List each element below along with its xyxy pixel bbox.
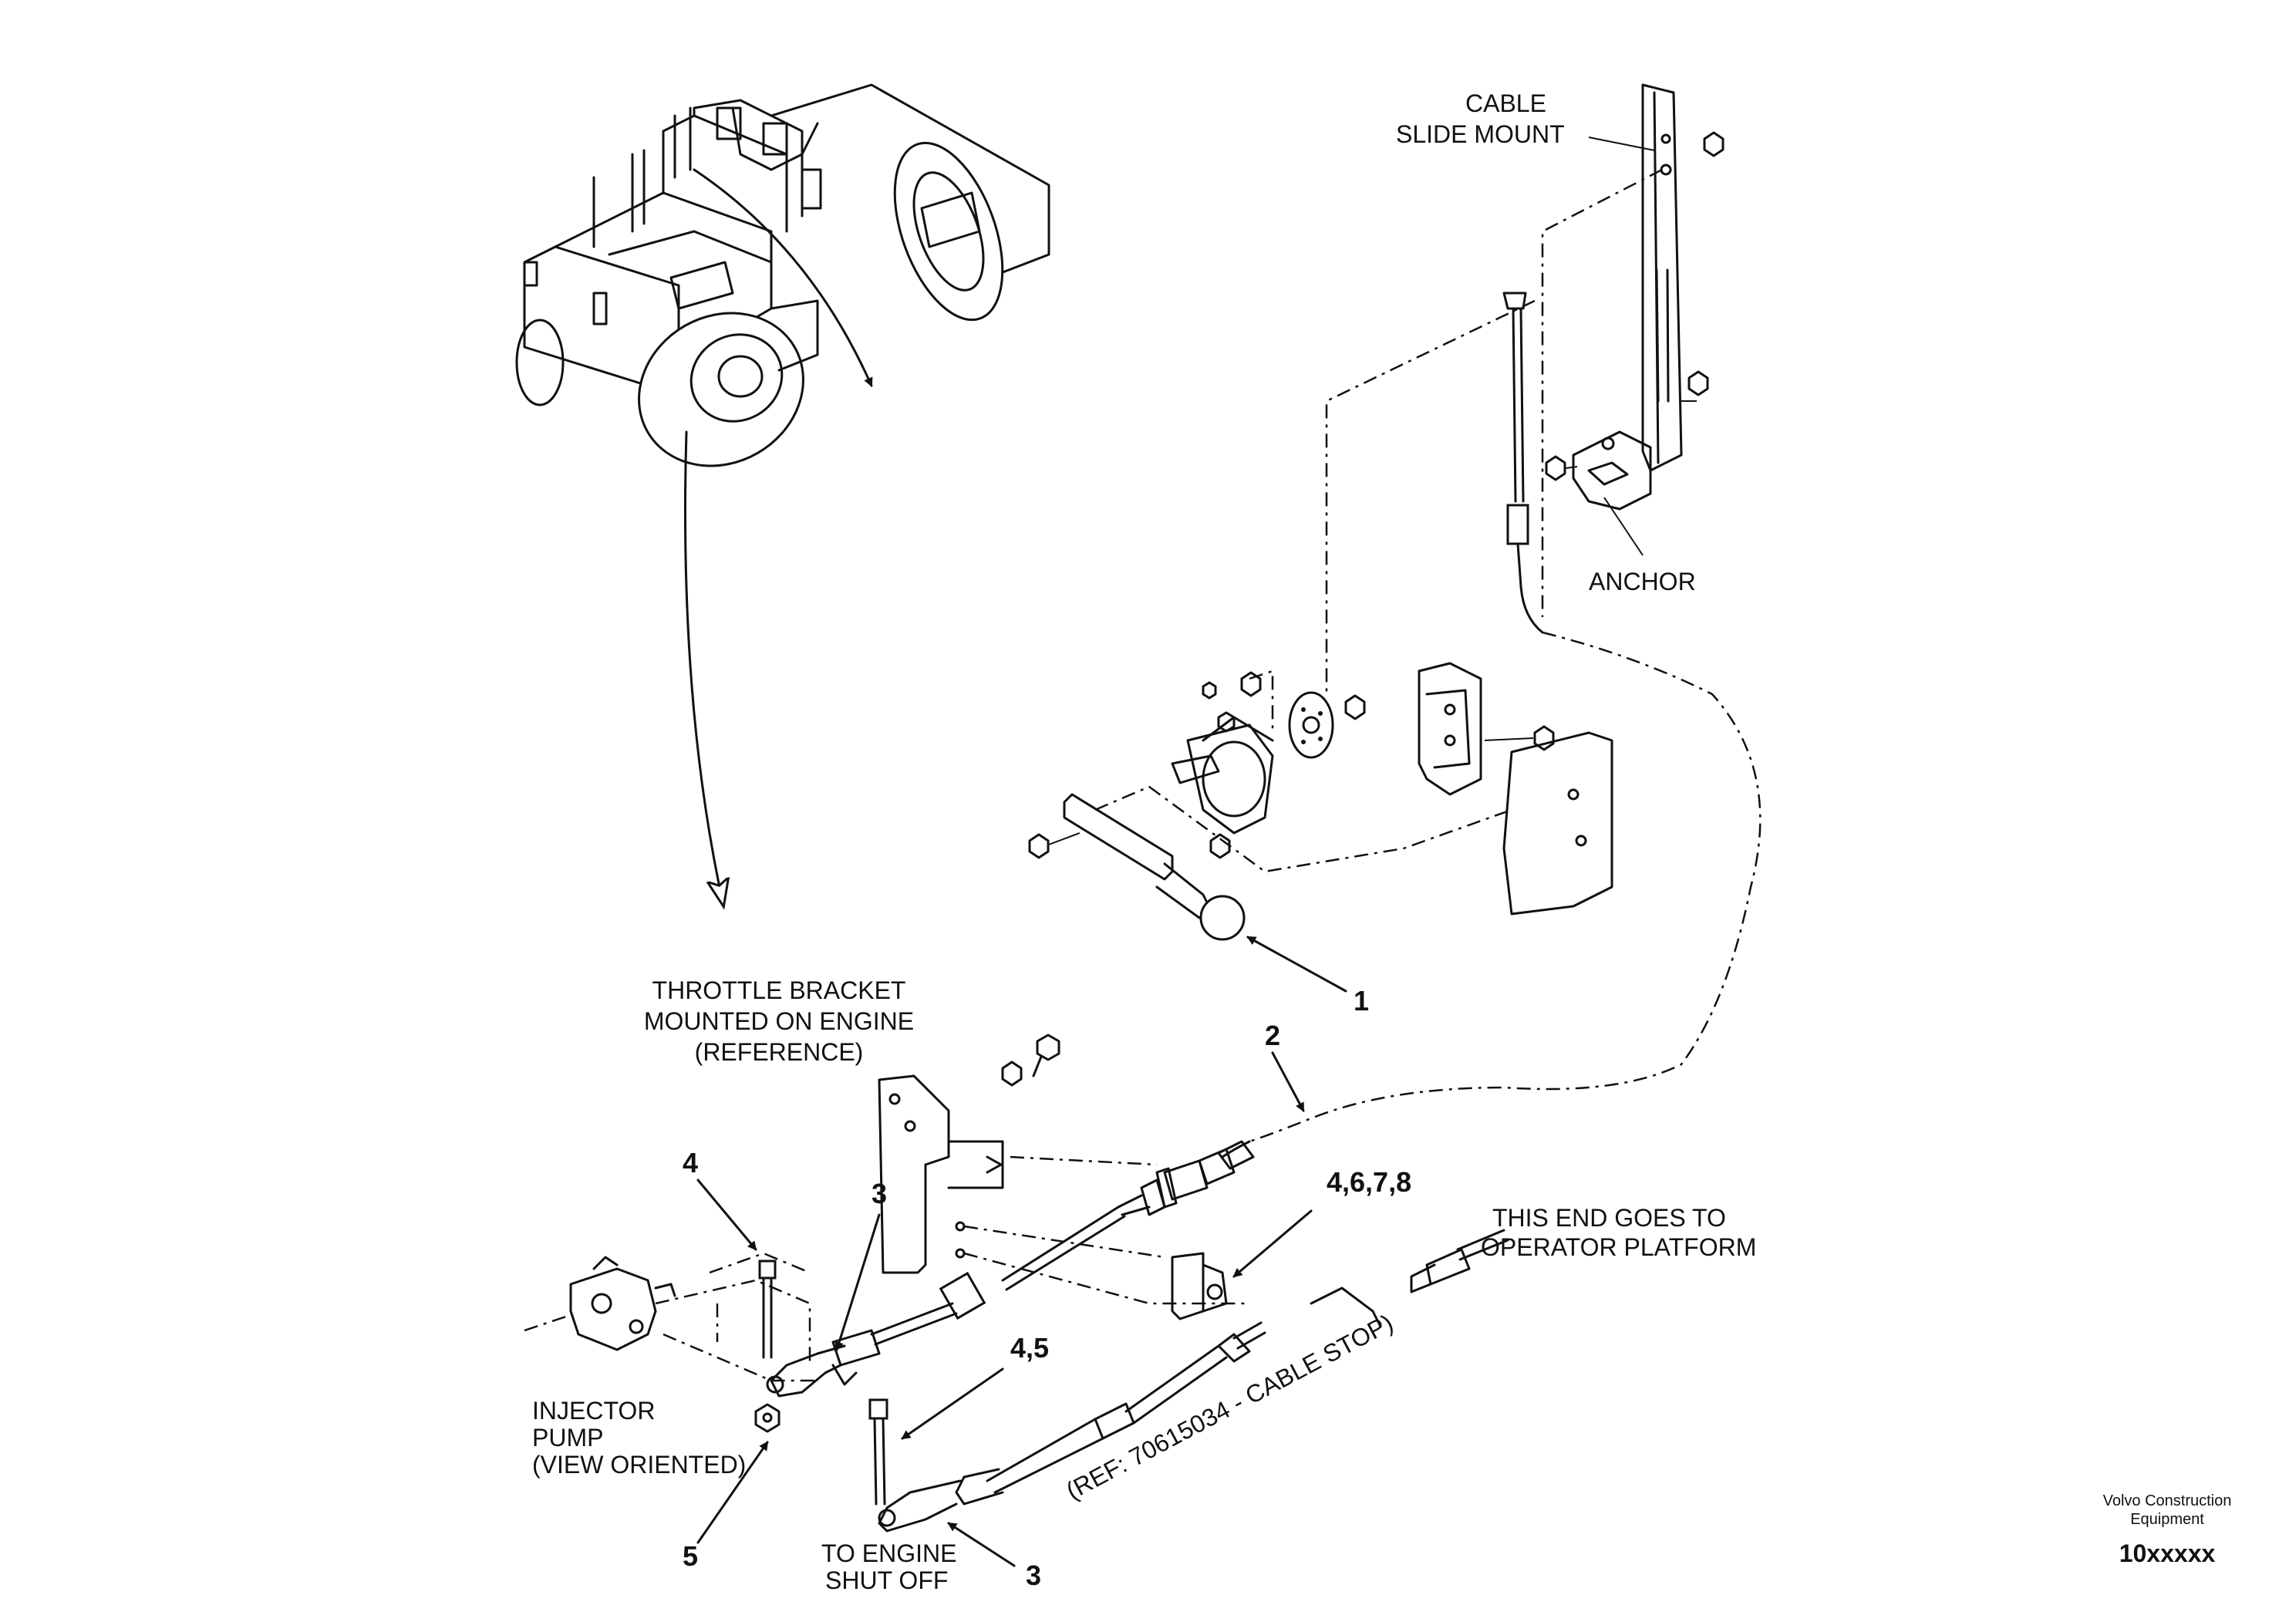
throttle-bracket-reference-label: THROTTLE BRACKET MOUNTED ON ENGINE (REFE… — [644, 976, 914, 1066]
svg-text:INJECTOR: INJECTOR — [532, 1397, 655, 1425]
cable-slide-mount-label: CABLE — [1465, 89, 1546, 117]
anchor-label: ANCHOR — [1589, 568, 1696, 595]
anchor-assembly: ANCHOR — [1545, 430, 1696, 595]
svg-text:SHUT OFF: SHUT OFF — [825, 1566, 948, 1594]
callout-3-upper: 3 — [872, 1178, 887, 1209]
throttle-lever-assembly — [1028, 662, 1613, 941]
callout-4678: 4,6,7,8 — [1327, 1166, 1411, 1198]
callout-5: 5 — [683, 1540, 698, 1572]
svg-text:OPERATOR PLATFORM: OPERATOR PLATFORM — [1481, 1233, 1756, 1261]
svg-text:PUMP: PUMP — [532, 1424, 603, 1452]
svg-text:THROTTLE BRACKET: THROTTLE BRACKET — [652, 976, 906, 1004]
svg-text:10xxxxx: 10xxxxx — [2119, 1539, 2216, 1567]
callout-2: 2 — [1265, 1020, 1280, 1051]
cable-slide-mount-label: SLIDE MOUNT — [1396, 120, 1565, 148]
footer-branding: Volvo Construction Equipment 10xxxxx — [2103, 1492, 2232, 1567]
cable-clamp — [1171, 1252, 1228, 1320]
throttle-cable-upper — [1249, 292, 1762, 1143]
injector-pump — [524, 1252, 818, 1433]
callout-1: 1 — [1354, 985, 1369, 1017]
svg-text:MOUNTED ON ENGINE: MOUNTED ON ENGINE — [644, 1007, 914, 1035]
cable-slide-mount-assembly: CABLE SLIDE MOUNT — [1396, 83, 1725, 617]
roller-machine-illustration — [515, 83, 1050, 895]
throttle-bracket — [878, 1034, 1249, 1305]
svg-text:TO ENGINE: TO ENGINE — [821, 1539, 956, 1567]
engine-shutoff-cable — [868, 1229, 1509, 1533]
callout-45: 4,5 — [1010, 1332, 1049, 1364]
callout-4: 4 — [683, 1147, 698, 1179]
injector-pump-label: INJECTOR PUMP (VIEW ORIENTED) — [532, 1397, 746, 1479]
svg-text:Equipment: Equipment — [2130, 1511, 2204, 1528]
throttle-cable-lower — [766, 1140, 1255, 1398]
svg-text:Volvo Construction: Volvo Construction — [2103, 1492, 2232, 1509]
svg-text:THIS END GOES TO: THIS END GOES TO — [1492, 1204, 1726, 1232]
svg-text:(REFERENCE): (REFERENCE) — [695, 1038, 864, 1066]
svg-text:(VIEW ORIENTED): (VIEW ORIENTED) — [532, 1451, 746, 1479]
engine-shutoff-label: TO ENGINE SHUT OFF — [821, 1539, 956, 1594]
operator-platform-label: THIS END GOES TO OPERATOR PLATFORM — [1481, 1204, 1756, 1261]
callout-3-lower: 3 — [1026, 1560, 1041, 1591]
